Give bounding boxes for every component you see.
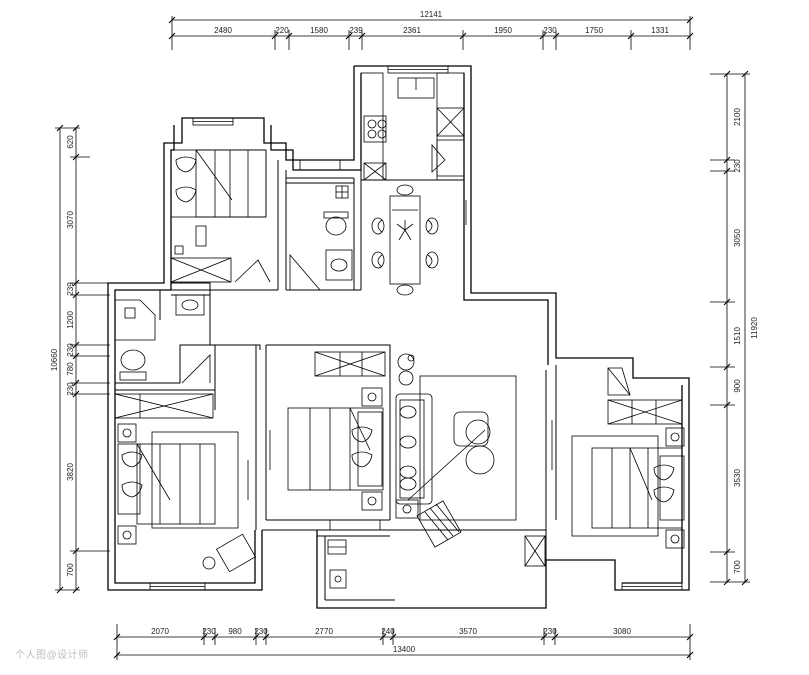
top-seg-1: 2480 <box>214 26 232 35</box>
right-seg-7: 700 <box>733 560 742 574</box>
top-total-label: 12141 <box>420 10 443 19</box>
top-seg-7: 230 <box>543 26 557 35</box>
right-seg-5: 900 <box>733 379 742 393</box>
right-seg-1: 2100 <box>733 108 742 126</box>
top-seg-6: 1950 <box>494 26 512 35</box>
bottom-seg-7: 3570 <box>459 627 477 636</box>
interior-walls <box>115 160 615 601</box>
bottom-total-label: 13400 <box>393 645 416 654</box>
top-seg-8: 1750 <box>585 26 603 35</box>
left-seg-6: 780 <box>66 362 75 376</box>
bottom-seg-6: 240 <box>381 627 395 636</box>
top-seg-3: 1580 <box>310 26 328 35</box>
left-seg-9: 700 <box>66 563 75 577</box>
left-seg-3: 239 <box>66 282 75 296</box>
left-seg-2: 3070 <box>66 211 75 229</box>
watermark: 个人图@设计师 <box>15 650 89 661</box>
top-seg-4: 239 <box>349 26 363 35</box>
bottom-seg-9: 3080 <box>613 627 631 636</box>
bottom-seg-4: 230 <box>254 627 268 636</box>
left-seg-8: 3820 <box>66 463 75 481</box>
bedroom-middle-furniture <box>269 351 386 511</box>
bathroom-top-fixtures <box>289 185 353 291</box>
dimension-ticks <box>56 16 749 659</box>
left-seg-1: 620 <box>66 135 75 149</box>
bottom-seg-3: 980 <box>228 627 242 636</box>
bottom-seg-1: 2070 <box>151 627 169 636</box>
left-total-label: 10660 <box>50 348 59 371</box>
top-seg-2: 220 <box>275 26 289 35</box>
bedroom-right-furniture <box>551 367 685 549</box>
right-seg-4: 1510 <box>733 327 742 345</box>
bathroom-left-fixtures <box>115 294 211 384</box>
bottom-seg-2: 230 <box>202 627 216 636</box>
bottom-seg-8: 230 <box>543 627 557 636</box>
windows <box>149 65 683 591</box>
top-seg-5: 2361 <box>403 26 421 35</box>
right-seg-6: 3530 <box>733 469 742 487</box>
right-total-label: 11920 <box>750 317 759 339</box>
bottom-seg-5: 2770 <box>315 627 333 636</box>
living-room-furniture <box>395 200 517 548</box>
exterior-walls <box>107 65 690 609</box>
bedroom-top-left-furniture <box>170 149 271 283</box>
dining-table-set <box>371 184 439 296</box>
bedroom-bottom-left-furniture <box>114 393 257 573</box>
dimension-lines <box>55 16 750 660</box>
kitchen-fixtures <box>360 72 465 181</box>
right-seg-2: 230 <box>733 159 742 173</box>
right-seg-3: 3050 <box>733 229 742 247</box>
dimension-labels: 12141 2480 220 1580 239 2361 1950 230 17… <box>50 10 759 654</box>
kitchen-bottom-fixtures <box>327 535 546 589</box>
top-seg-9: 1331 <box>651 26 669 35</box>
left-seg-5: 230 <box>66 343 75 357</box>
left-seg-7: 230 <box>66 382 75 396</box>
left-seg-4: 1200 <box>66 311 75 329</box>
